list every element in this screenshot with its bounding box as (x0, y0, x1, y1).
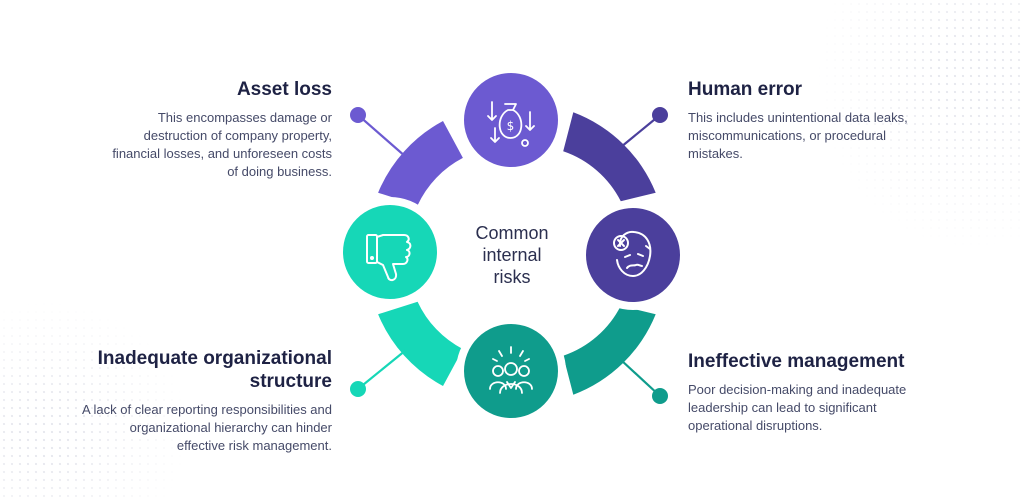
ring-segment-top-right (563, 112, 656, 202)
connector-line-asset-loss (357, 114, 407, 158)
center-label-line-2: internal (482, 245, 542, 265)
connector-dot-asset-loss (350, 107, 366, 123)
ring-segment-bottom-left (378, 301, 463, 386)
money-bag-loss-icon: $ (487, 101, 535, 147)
node-inadequate (335, 197, 445, 307)
connector-line-ineffective (620, 359, 661, 397)
human-error-description: This includes unintentional data leaks, … (688, 110, 908, 161)
ineffective-management-title: Ineffective management (688, 351, 905, 372)
connector-dot-human-error (652, 107, 668, 123)
connectors (350, 107, 668, 404)
ring-segment-top-left (378, 121, 463, 206)
center-label-line-3: risks (493, 267, 531, 287)
connector-line-inadequate (357, 349, 407, 390)
svg-text:$: $ (507, 119, 515, 133)
human-error-title: Human error (688, 79, 803, 100)
inadequate-structure-description: A lack of clear reporting responsibiliti… (81, 402, 332, 453)
ineffective-management-block: Ineffective management Poor decision-mak… (688, 350, 928, 435)
inadequate-structure-block: Inadequate organizational structure A la… (80, 347, 332, 455)
thumbs-down-icon (366, 234, 412, 282)
center-label: Common internal risks (452, 222, 572, 288)
asset-loss-title: Asset loss (236, 79, 332, 100)
node-human-error (578, 200, 688, 310)
node-ineffective (456, 316, 566, 426)
confused-face-icon (613, 230, 652, 277)
connector-line-human-error (620, 114, 661, 148)
asset-loss-description: This encompasses damage or destruction o… (112, 110, 332, 179)
team-people-icon (489, 346, 533, 394)
ineffective-management-description: Poor decision-making and inadequate lead… (688, 382, 907, 433)
connector-dot-ineffective (652, 388, 668, 404)
connector-dot-inadequate (350, 381, 366, 397)
node-asset-loss (456, 65, 566, 175)
center-label-line-1: Common (475, 223, 549, 243)
inadequate-structure-title: Inadequate organizational structure (97, 348, 332, 392)
asset-loss-block: Asset loss This encompasses damage or de… (100, 78, 332, 181)
human-error-block: Human error This includes unintentional … (688, 78, 918, 163)
ring-segment-bottom-right (563, 305, 656, 395)
